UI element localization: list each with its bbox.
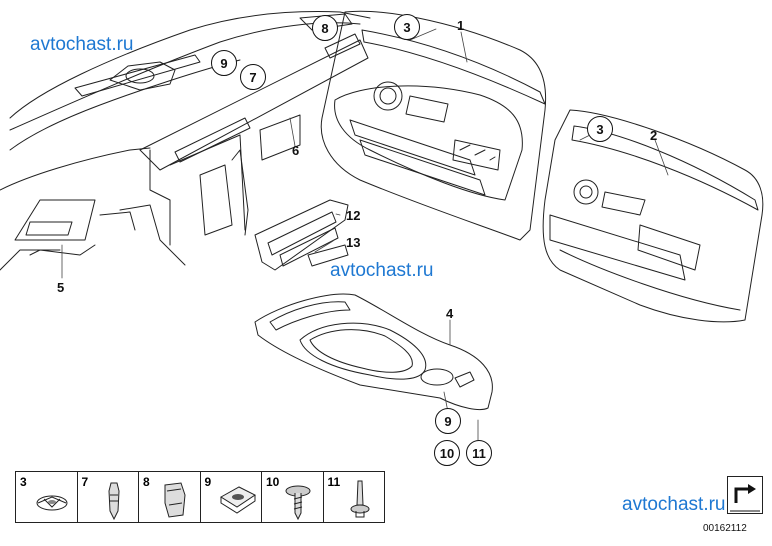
legend-cell-9: 9 — [201, 472, 262, 522]
callout-4: 4 — [446, 306, 454, 321]
legend-cell-11: 11 — [324, 472, 385, 522]
callout-7: 7 — [240, 64, 266, 90]
callout-11: 11 — [466, 440, 492, 466]
legend-cell-3: 3 — [16, 472, 78, 522]
callout-3: 3 — [587, 116, 613, 142]
console-switch-panel-drawing — [254, 199, 349, 271]
front-door-trim-drawing — [320, 10, 547, 241]
watermark: avtochast.ru — [622, 494, 726, 515]
callout-13: 13 — [346, 235, 361, 250]
watermark: avtochast.ru — [330, 260, 434, 281]
leader-lines — [61, 28, 669, 441]
expansion-rivet-icon — [350, 480, 369, 518]
square-nut-icon — [219, 486, 256, 514]
callout-8: 8 — [312, 15, 338, 41]
callout-10: 10 — [434, 440, 460, 466]
dashboard-drawing — [0, 11, 371, 271]
callout-6: 6 — [292, 143, 300, 158]
clip-disc-icon — [36, 495, 68, 511]
callout-2: 2 — [650, 128, 658, 143]
screw-icon — [285, 485, 311, 521]
callout-1: 1 — [457, 18, 465, 33]
rear-door-trim-drawing — [542, 109, 764, 323]
callout-12: 12 — [346, 208, 361, 223]
callout-3: 3 — [394, 14, 420, 40]
callout-9: 9 — [435, 408, 461, 434]
watermark: avtochast.ru — [30, 34, 134, 55]
callout-5: 5 — [57, 280, 65, 295]
legend-cell-10: 10 — [262, 472, 324, 522]
callout-9: 9 — [211, 50, 237, 76]
legend-cell-8: 8 — [139, 472, 201, 522]
document-number: 00162112 — [703, 523, 747, 534]
spring-clip-icon — [164, 482, 186, 518]
fastener-legend: 3 7 8 9 10 — [15, 471, 385, 523]
arrow-page-icon[interactable] — [727, 476, 763, 514]
center-console-trim-drawing — [254, 293, 493, 411]
legend-cell-7: 7 — [78, 472, 139, 522]
pin-clip-icon — [107, 482, 120, 521]
